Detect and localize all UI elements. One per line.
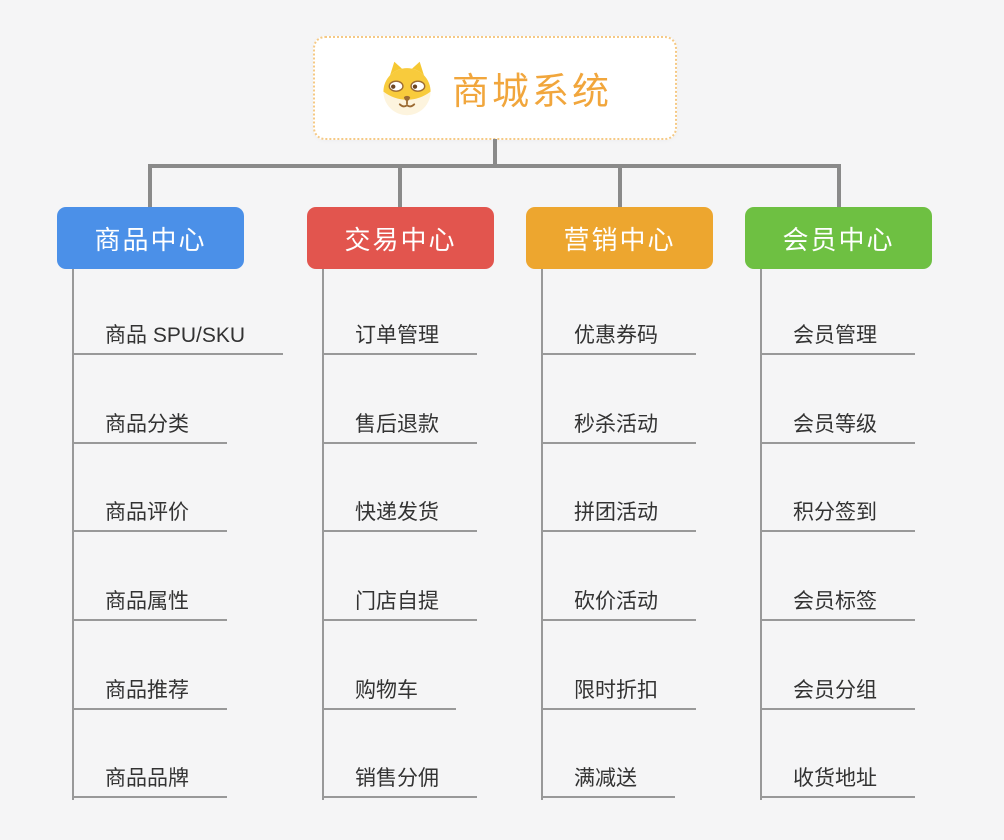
leaf-node[interactable]: 购物车	[322, 678, 456, 710]
leaf-node[interactable]: 商品评价	[72, 500, 227, 532]
shiba-dog-icon	[378, 59, 436, 117]
leaf-node[interactable]: 快递发货	[322, 500, 477, 532]
leaf-node[interactable]: 商品 SPU/SKU	[72, 323, 284, 355]
connector-drop-trade	[398, 164, 402, 208]
leaf-node[interactable]: 积分签到	[760, 500, 915, 532]
leaf-node[interactable]: 会员管理	[760, 323, 915, 355]
leaf-node[interactable]: 门店自提	[322, 589, 477, 621]
leaf-node[interactable]: 限时折扣	[541, 678, 696, 710]
connector-drop-member	[837, 164, 841, 208]
spine-member-center	[760, 269, 762, 800]
leaf-node[interactable]: 商品推荐	[72, 678, 227, 710]
root-title: 商城系统	[452, 71, 612, 112]
connector-drop-marketing	[618, 164, 622, 208]
leaf-node[interactable]: 商品分类	[72, 412, 227, 444]
branch-node-product-center[interactable]: 商品中心	[57, 207, 244, 269]
leaf-node[interactable]: 会员等级	[760, 412, 915, 444]
spine-product-center	[72, 269, 74, 800]
leaf-node[interactable]: 优惠券码	[541, 323, 696, 355]
branch-node-marketing-center[interactable]: 营销中心	[526, 207, 713, 269]
branch-node-member-center[interactable]: 会员中心	[745, 207, 932, 269]
leaf-node[interactable]: 销售分佣	[322, 766, 477, 798]
leaf-node[interactable]: 拼团活动	[541, 500, 696, 532]
branch-node-trade-center[interactable]: 交易中心	[307, 207, 494, 269]
leaf-node[interactable]: 商品品牌	[72, 766, 227, 798]
connector-root-drop	[493, 139, 497, 166]
connector-bus	[149, 164, 841, 168]
root-node[interactable]: 商城系统	[313, 36, 677, 140]
connector-drop-product	[148, 164, 152, 208]
leaf-node[interactable]: 会员分组	[760, 678, 915, 710]
leaf-node[interactable]: 商品属性	[72, 589, 227, 621]
leaf-node[interactable]: 砍价活动	[541, 589, 696, 621]
leaf-node[interactable]: 满减送	[541, 766, 675, 798]
leaf-node[interactable]: 秒杀活动	[541, 412, 696, 444]
leaf-node[interactable]: 订单管理	[322, 323, 477, 355]
leaf-node[interactable]: 收货地址	[760, 766, 915, 798]
spine-trade-center	[322, 269, 324, 800]
leaf-node[interactable]: 会员标签	[760, 589, 915, 621]
leaf-node[interactable]: 售后退款	[322, 412, 477, 444]
spine-marketing-center	[541, 269, 543, 800]
